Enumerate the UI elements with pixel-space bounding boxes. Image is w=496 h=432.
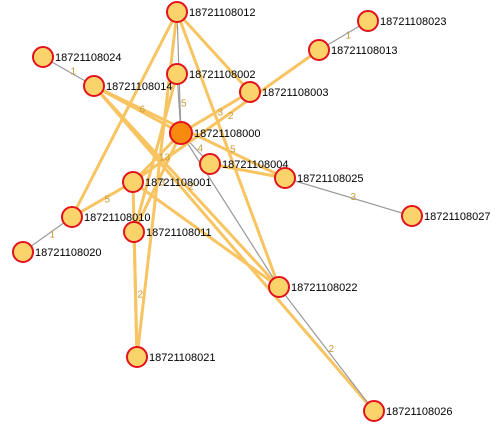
edge-18721108004-18721108025 <box>209 162 286 180</box>
node-label: 18721108025 <box>297 173 363 185</box>
hub-node-circle[interactable] <box>169 121 193 145</box>
node-18721108020[interactable]: 18721108020 <box>12 241 101 263</box>
edge-18721108014-18721108026 <box>92 85 376 412</box>
node-18721108023[interactable]: 18721108023 <box>357 10 446 32</box>
node-label: 18721108014 <box>106 81 172 93</box>
node-label: 18721108026 <box>386 406 452 418</box>
node-circle[interactable] <box>268 276 290 298</box>
node-circle[interactable] <box>83 75 105 97</box>
node-label: 18721108011 <box>146 227 212 239</box>
edge-18721108025-18721108027 <box>284 177 413 217</box>
node-18721108027[interactable]: 18721108027 <box>401 205 490 227</box>
node-18721108004[interactable]: 18721108004 <box>199 153 288 175</box>
node-circle[interactable] <box>363 400 385 422</box>
edge-weight-label: 5 <box>181 99 187 110</box>
node-circle[interactable] <box>12 241 34 263</box>
node-circle[interactable] <box>308 39 330 61</box>
node-label: 18721108003 <box>262 87 328 99</box>
node-label: 18721108020 <box>35 247 101 259</box>
node-circle[interactable] <box>126 346 148 368</box>
node-label: 18721108012 <box>189 7 255 19</box>
edge-weight-label: 3 <box>218 108 224 119</box>
node-label: 18721108027 <box>424 211 490 223</box>
edge-weight-label: 2 <box>138 290 144 301</box>
node-18721108024[interactable]: 18721108024 <box>32 46 121 68</box>
node-label: 18721108022 <box>291 282 357 294</box>
node-18721108011[interactable]: 18721108011 <box>123 221 212 243</box>
node-label: 18721108010 <box>84 212 150 224</box>
node-18721108012[interactable]: 18721108012 <box>166 1 255 23</box>
node-18721108002[interactable]: 18721108002 <box>166 63 255 85</box>
edge-18721108012-18721108003 <box>175 10 252 94</box>
node-18721108014[interactable]: 18721108014 <box>83 75 172 97</box>
edge-18721108001-18721108010 <box>71 180 134 219</box>
edge-18721108011-18721108021 <box>132 231 139 358</box>
edge-weight-label: 3 <box>351 192 357 203</box>
node-circle[interactable] <box>401 205 423 227</box>
edge-weight-label: 13 <box>159 153 171 164</box>
node-circle[interactable] <box>166 1 188 23</box>
node-18721108026[interactable]: 18721108026 <box>363 400 452 422</box>
node-18721108001[interactable]: 18721108001 <box>122 171 211 193</box>
node-circle[interactable] <box>61 206 83 228</box>
edge-18721108022-18721108001 <box>132 180 280 289</box>
edge-18721108002-18721108011 <box>132 73 179 233</box>
edge-weight-label: 1 <box>71 67 77 78</box>
node-circle[interactable] <box>274 167 296 189</box>
node-18721108003[interactable]: 18721108003 <box>239 81 328 103</box>
nodes-layer: 18721108000 18721108012 18721108023 1872110… <box>12 1 490 422</box>
node-label: 18721108024 <box>55 52 121 64</box>
node-label: 18721108002 <box>189 69 255 81</box>
edge-weight-label: 6 <box>140 105 146 116</box>
node-circle[interactable] <box>32 46 54 68</box>
edge-weight-label: 3 <box>160 178 166 189</box>
edge-weight-label: 5 <box>105 195 111 206</box>
node-label: 18721108004 <box>222 159 288 171</box>
node-label: 18721108013 <box>331 45 397 57</box>
node-18721108000[interactable]: 18721108000 <box>169 121 260 145</box>
edge-weight-label: 1 <box>346 31 352 42</box>
edge-18721108012-18721108010 <box>70 11 179 218</box>
edge-weight-label: 2 <box>189 182 195 193</box>
node-label: 18721108023 <box>380 16 446 28</box>
node-18721108021[interactable]: 18721108021 <box>126 346 215 368</box>
node-label: 18721108000 <box>194 128 260 140</box>
node-label: 18721108021 <box>149 352 215 364</box>
edge-weight-label: 2 <box>228 111 234 122</box>
edge-18721108000-18721108022 <box>180 132 280 288</box>
node-18721108025[interactable]: 18721108025 <box>274 167 363 189</box>
node-circle[interactable] <box>199 153 221 175</box>
edge-weight-label: 5 <box>230 145 236 156</box>
edge-weight-label: 2 <box>329 344 335 355</box>
edge-weight-label: 1 <box>50 230 56 241</box>
node-circle[interactable] <box>122 171 144 193</box>
edge-weight-label: 4 <box>198 144 204 155</box>
node-label: 18721108001 <box>145 177 211 189</box>
node-18721108022[interactable]: 18721108022 <box>268 276 357 298</box>
edge-18721108022-18721108026 <box>278 286 375 412</box>
node-circle[interactable] <box>123 221 145 243</box>
node-circle[interactable] <box>166 63 188 85</box>
node-circle[interactable] <box>239 81 261 103</box>
node-18721108013[interactable]: 18721108013 <box>308 39 397 61</box>
node-18721108010[interactable]: 18721108010 <box>61 206 150 228</box>
node-circle[interactable] <box>357 10 379 32</box>
